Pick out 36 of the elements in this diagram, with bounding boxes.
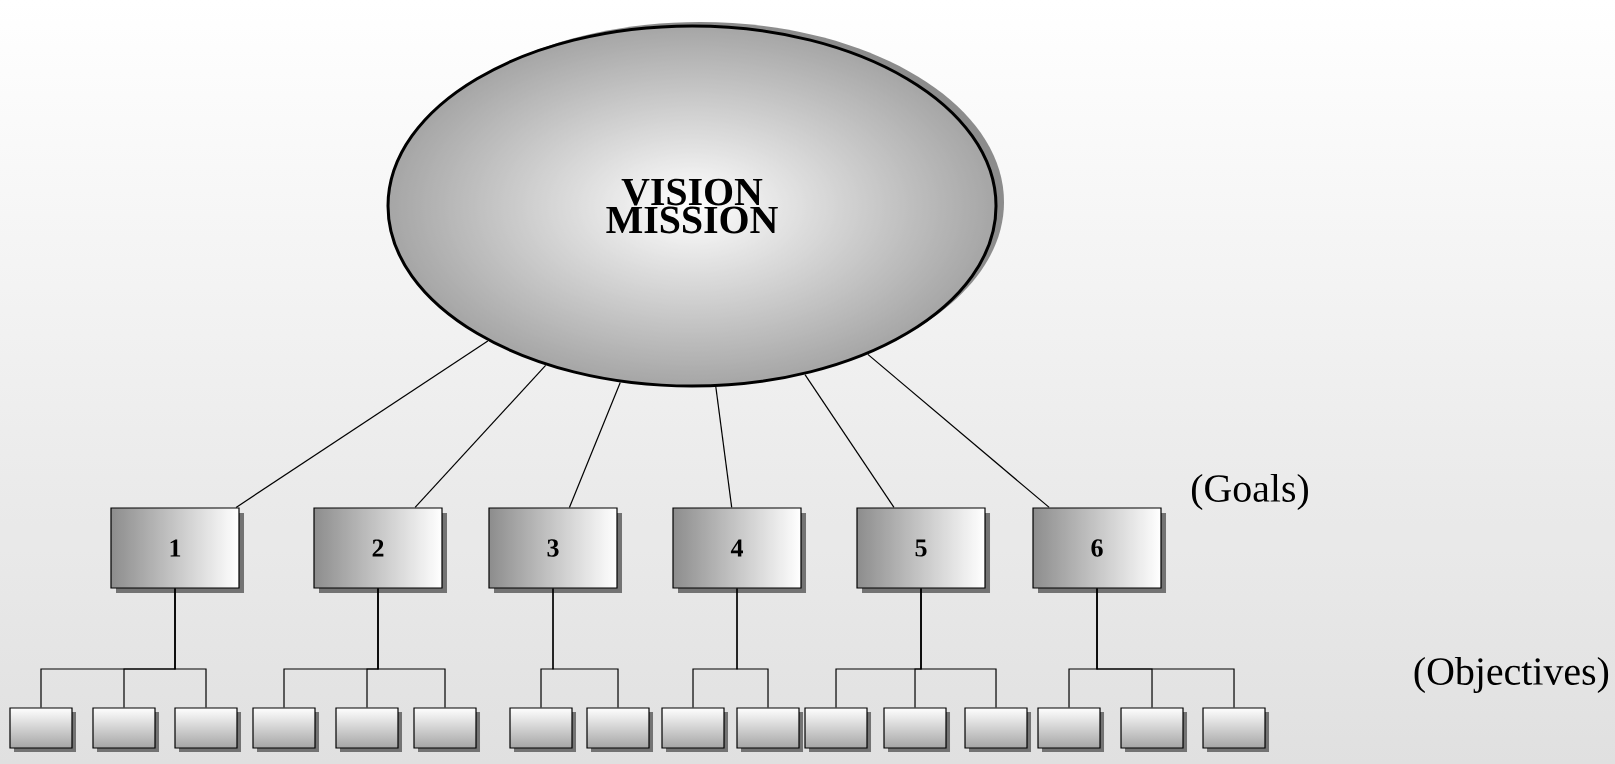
objective-box — [1037, 707, 1104, 752]
tree-connector — [920, 588, 997, 708]
objective-box — [964, 707, 1031, 752]
objective-box — [9, 707, 76, 752]
connector-line — [715, 386, 733, 508]
connector-line — [414, 364, 547, 508]
objective-box — [1202, 707, 1269, 752]
tree-connector — [174, 588, 207, 708]
connector-line — [867, 353, 1050, 508]
objective-box — [509, 707, 576, 752]
objective-box — [1120, 707, 1187, 752]
connector-line — [235, 340, 489, 508]
level-label: (Objectives) — [1414, 656, 1609, 694]
objective-box — [252, 707, 319, 752]
goal-box: 1 — [110, 507, 244, 593]
connector-line — [568, 381, 621, 508]
goal-box: 6 — [1032, 507, 1166, 593]
objective-box — [174, 707, 241, 752]
objective-box — [92, 707, 159, 752]
tree-connector — [377, 588, 446, 708]
objective-box — [413, 707, 480, 752]
objective-box — [736, 707, 803, 752]
connector-line — [804, 374, 895, 508]
objective-box — [586, 707, 653, 752]
goal-box: 3 — [488, 507, 622, 593]
objective-box — [883, 707, 950, 752]
goal-box: 2 — [313, 507, 447, 593]
tree-connector — [552, 588, 619, 708]
objective-box — [661, 707, 728, 752]
tree-connector — [736, 588, 769, 708]
objective-box — [804, 707, 871, 752]
goal-box: 5 — [856, 507, 990, 593]
level-label: (Goals) — [1191, 473, 1308, 511]
tree-connector — [1096, 588, 1235, 708]
goal-box: 4 — [672, 507, 806, 593]
objective-box — [335, 707, 402, 752]
